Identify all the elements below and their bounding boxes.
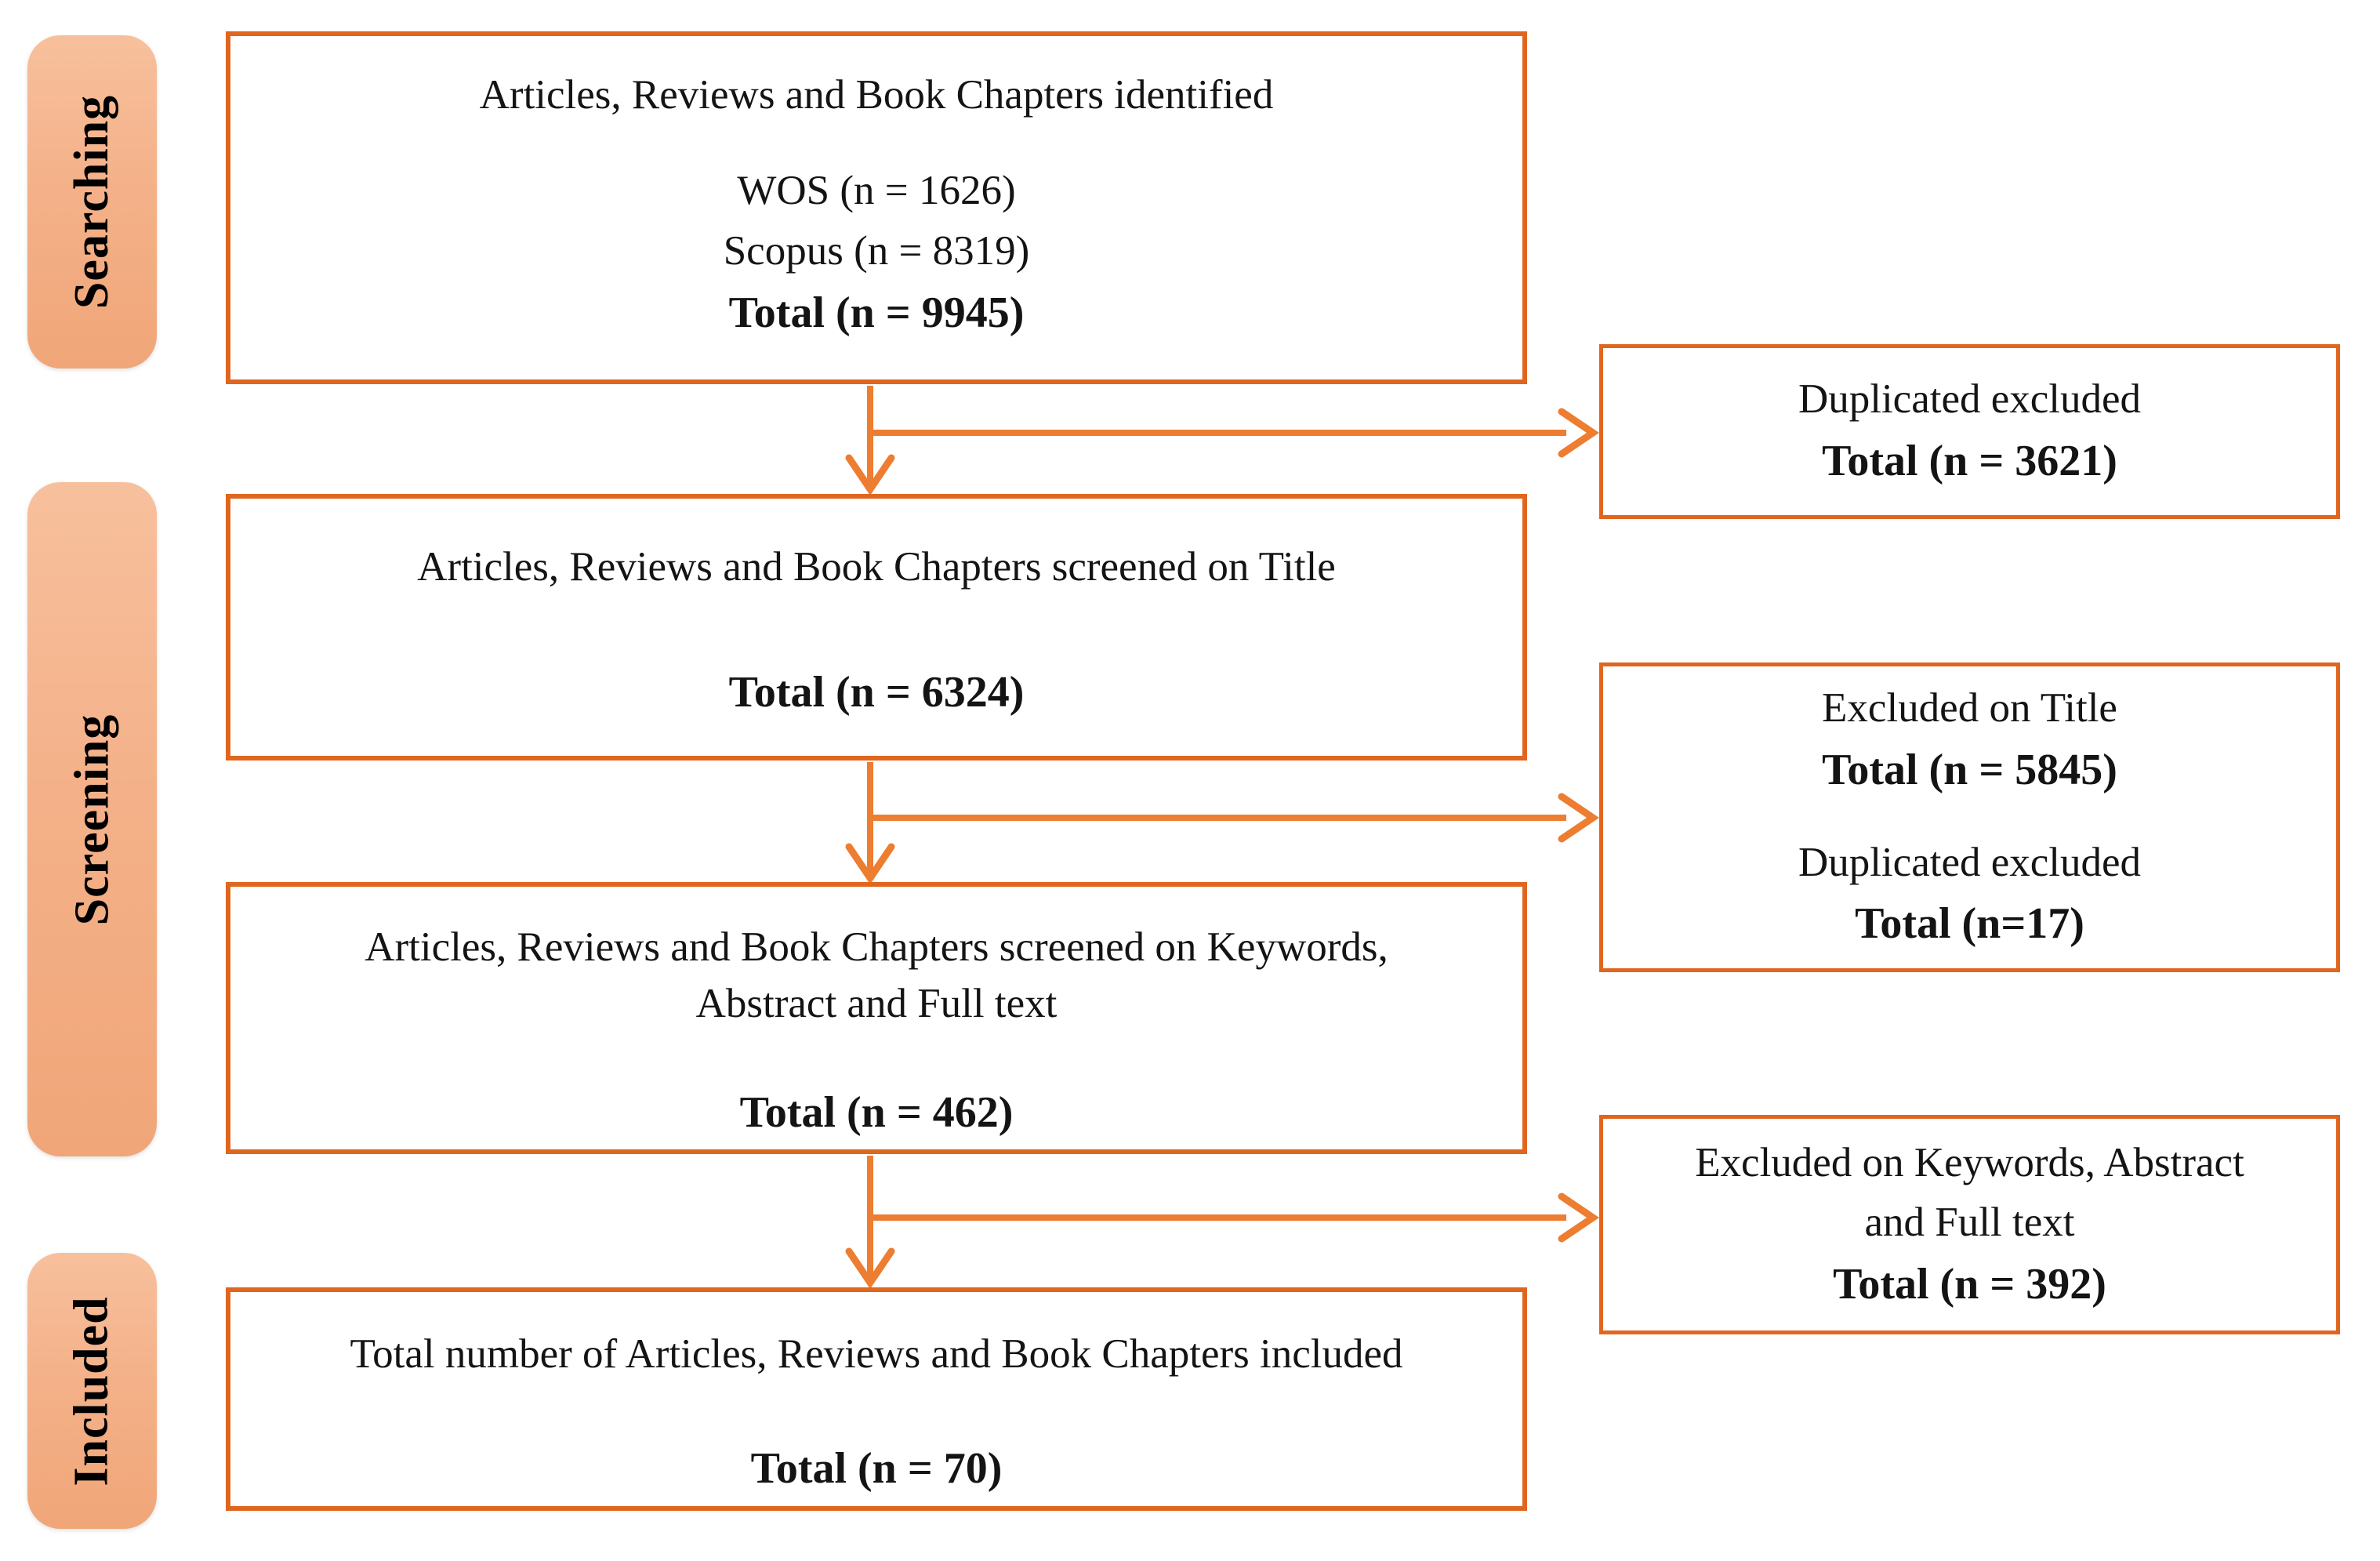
box-records-identified: Articles, Reviews and Book Chapters iden… [226, 31, 1527, 384]
box-screened-on-title: Articles, Reviews and Book Chapters scre… [226, 494, 1527, 761]
box-total: Total (n = 392) [1833, 1260, 2106, 1309]
box-total: Total (n = 462) [739, 1088, 1014, 1138]
box-sources: WOS (n = 1626) Scopus (n = 8319) Total (… [724, 161, 1030, 345]
box-excluded-on-keywords: Excluded on Keywords, Abstract and Full … [1599, 1115, 2340, 1334]
box-total: Total (n = 3621) [1822, 437, 2117, 486]
box-title: Articles, Reviews and Book Chapters scre… [365, 924, 1388, 1026]
stage-tab-screening: Screening [27, 482, 157, 1156]
box-secondary-total: Total (n=17) [1855, 899, 2084, 949]
stage-label-searching: Searching [65, 94, 119, 310]
box-total: Total (n = 9945) [728, 288, 1025, 337]
box-screened-on-keywords: Articles, Reviews and Book Chapters scre… [226, 882, 1527, 1154]
arrow-to-excluded-on-keywords [870, 1193, 1600, 1243]
box-title: Excluded on Title [1822, 685, 2117, 731]
stage-label-screening: Screening [65, 713, 118, 925]
source-wos: WOS (n = 1626) [737, 168, 1016, 214]
stage-label-included: Included [65, 1295, 119, 1487]
box-title: Duplicated excluded [1798, 376, 2142, 423]
box-excluded-on-title: Excluded on Title Total (n = 5845) Dupli… [1599, 663, 2340, 972]
box-total: Total (n = 6324) [728, 667, 1025, 717]
arrow-to-duplicates-excluded [870, 408, 1600, 458]
box-title: Articles, Reviews and Book Chapters scre… [417, 544, 1336, 590]
box-secondary-title: Duplicated excluded [1798, 839, 2142, 885]
box-total: Total (n = 5845) [1822, 746, 2117, 795]
box-title: Excluded on Keywords, Abstract and Full … [1695, 1139, 2244, 1246]
stage-tab-included: Included [27, 1253, 157, 1529]
arrow-identified-to-screened-title [845, 386, 895, 496]
box-title: Total number of Articles, Reviews and Bo… [350, 1331, 1403, 1377]
box-duplicates-excluded: Duplicated excluded Total (n = 3621) [1599, 344, 2340, 519]
box-title: Articles, Reviews and Book Chapters iden… [479, 72, 1274, 118]
box-records-included: Total number of Articles, Reviews and Bo… [226, 1287, 1527, 1511]
source-scopus: Scopus (n = 8319) [723, 227, 1030, 274]
box-total: Total (n = 70) [750, 1443, 1003, 1493]
stage-tab-searching: Searching [27, 35, 157, 368]
arrow-to-excluded-on-title [870, 793, 1600, 843]
